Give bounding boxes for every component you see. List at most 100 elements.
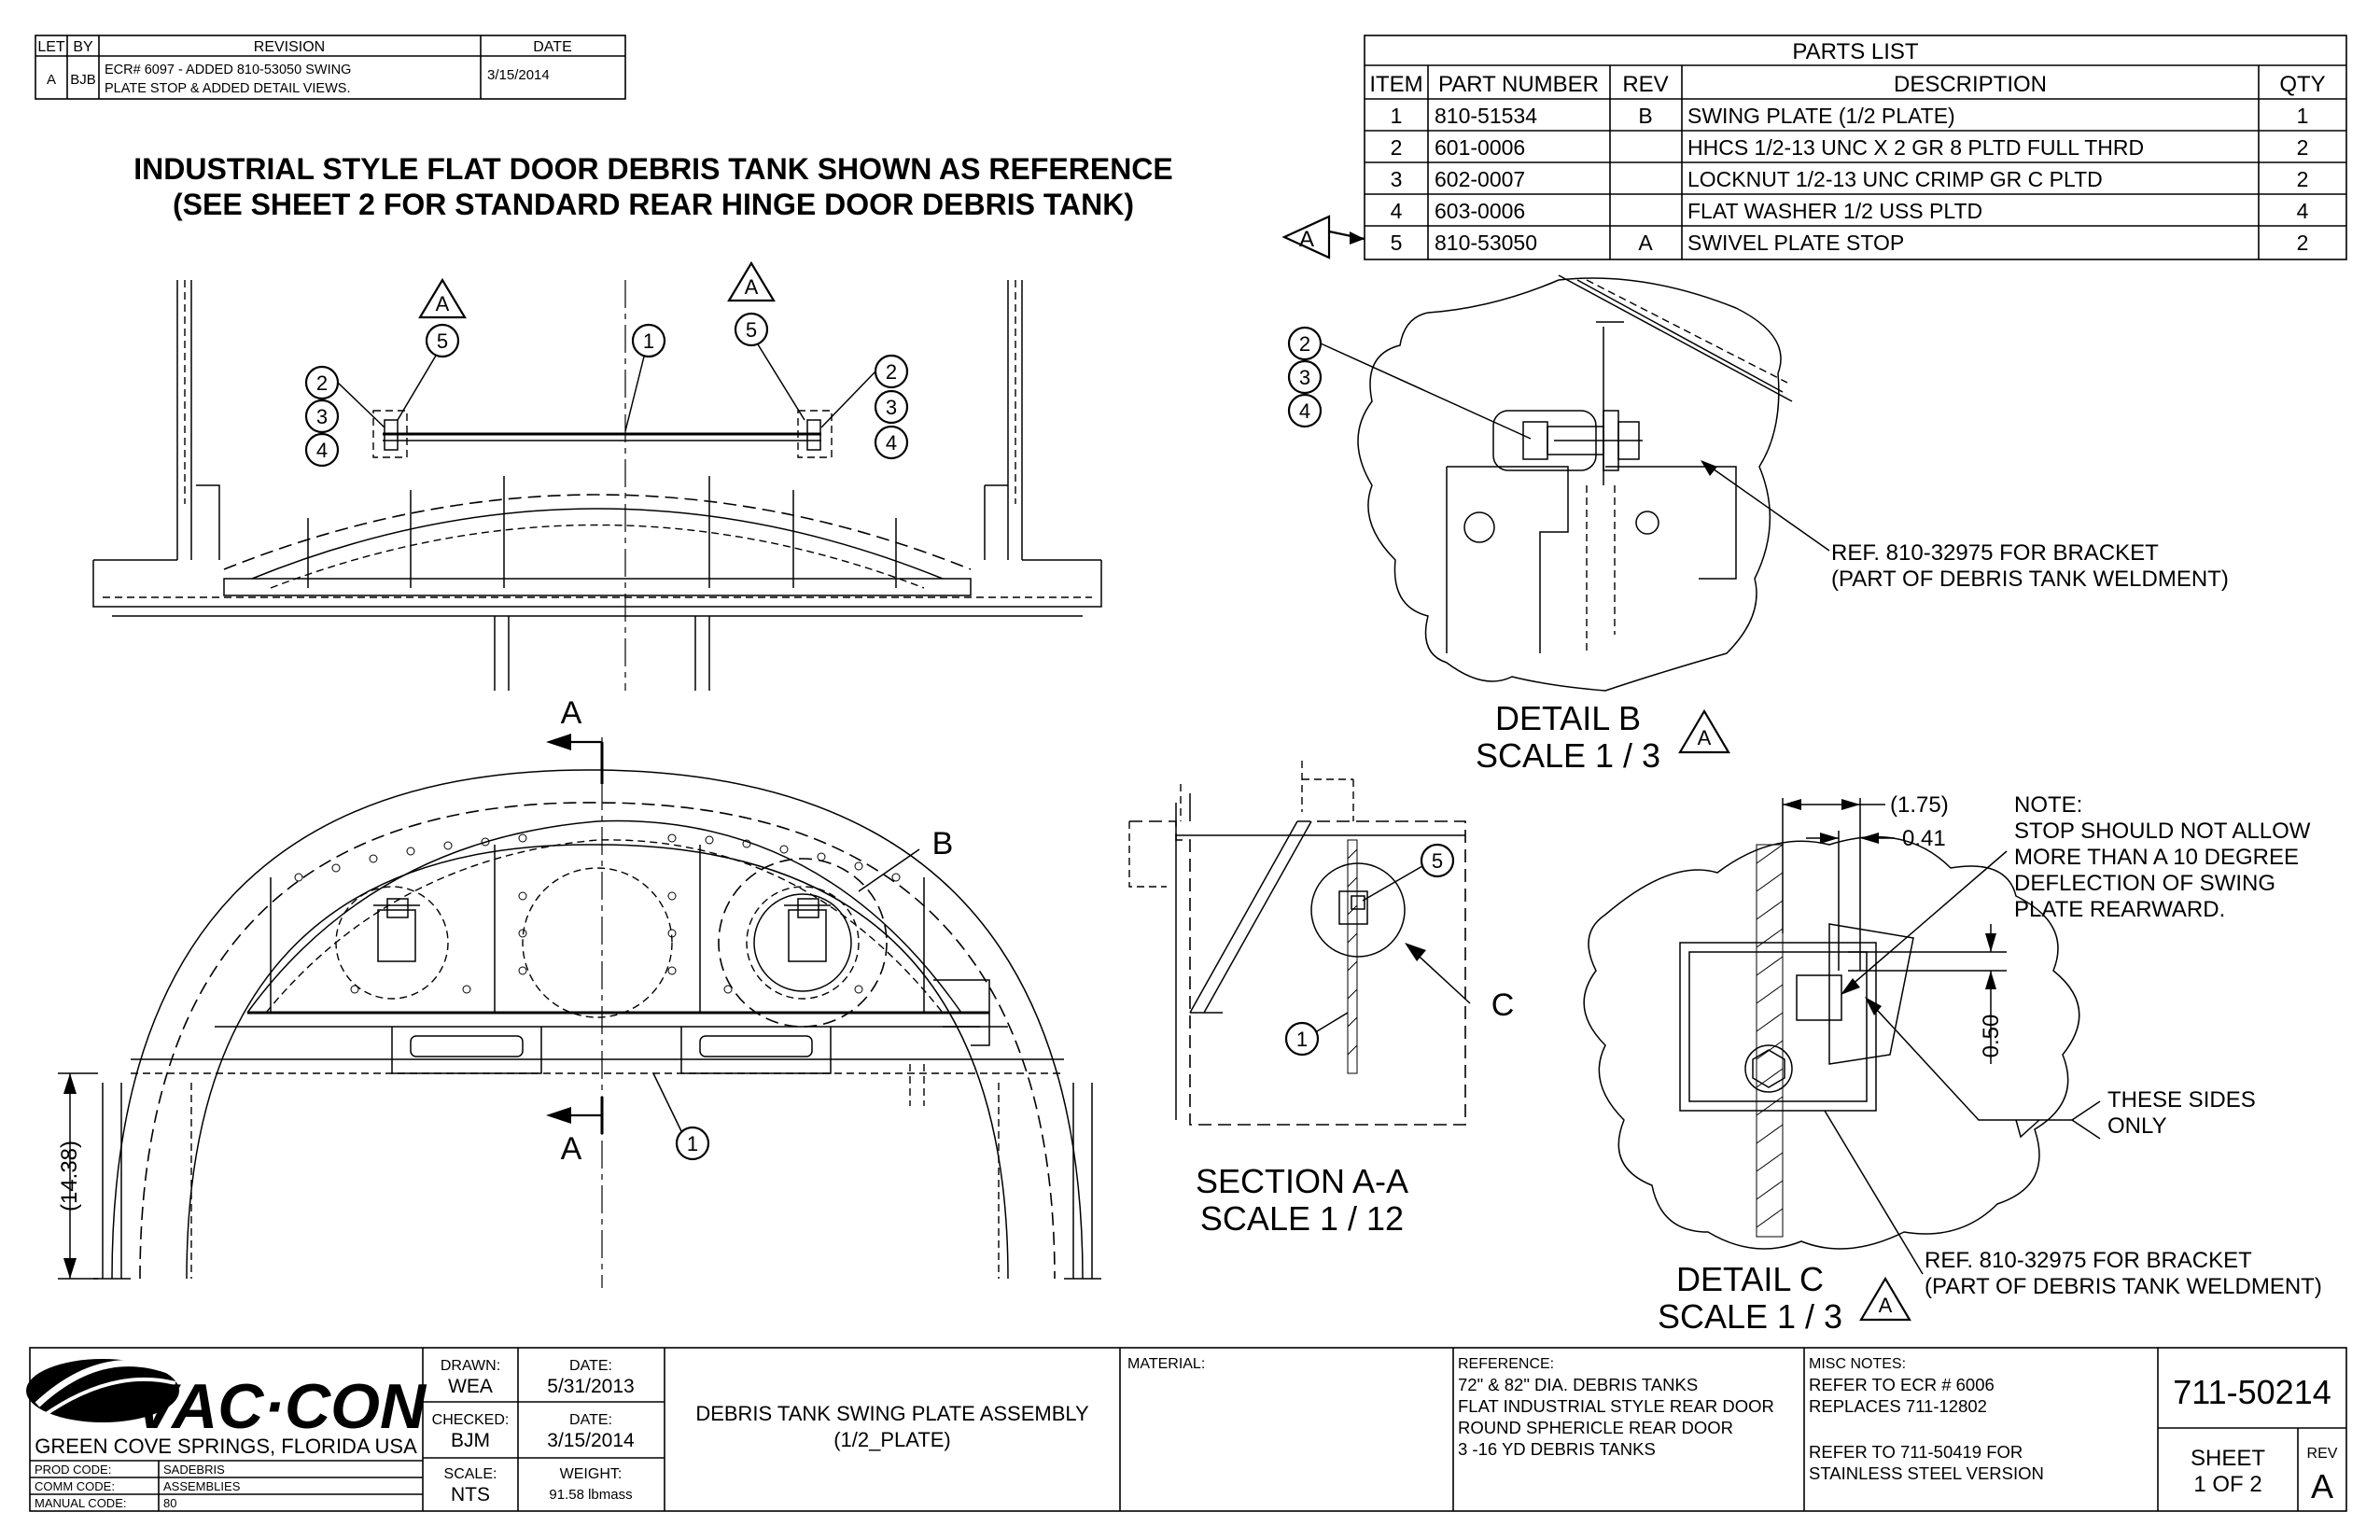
parts-header-qty: QTY <box>2279 72 2325 97</box>
drawing-number: 711-50214 <box>2173 1373 2331 1411</box>
rev-label: REV <box>2307 1446 2338 1462</box>
part-item: 1 <box>1391 104 1403 128</box>
rev-value: A <box>2311 1467 2333 1505</box>
detail-c-ref-line-1: REF. 810-32975 FOR BRACKET <box>1925 1248 2252 1273</box>
table-row: 1 810-51534 B SWING PLATE (1/2 PLATE) 1 <box>1391 104 2309 128</box>
parts-header-desc: DESCRIPTION <box>1894 72 2047 97</box>
drawn-date-label: DATE: <box>569 1358 612 1374</box>
table-row: 5 810-53050 A SWIVEL PLATE STOP 2 <box>1391 231 2309 255</box>
part-rev: A <box>1638 231 1653 255</box>
balloon-item-3-right: 3 <box>886 396 897 419</box>
scale-label: SCALE: <box>444 1466 497 1482</box>
note-line-5: PLATE REARWARD. <box>2014 897 2225 922</box>
parts-header-part: PART NUMBER <box>1438 72 1599 97</box>
reference-label: REFERENCE: <box>1458 1356 1554 1372</box>
rev-row-let: A <box>47 72 56 88</box>
prod-code-value: SADEBRIS <box>163 1463 225 1477</box>
manual-code-label: MANUAL CODE: <box>35 1496 126 1510</box>
detail-c-callout-label: C <box>1491 987 1515 1023</box>
table-row: 4 603-0006 FLAT WASHER 1/2 USS PLTD 4 <box>1391 199 2309 223</box>
sheet-value: 1 OF 2 <box>2193 1472 2261 1497</box>
rev-row-date: 3/15/2014 <box>487 67 550 83</box>
part-qty: 2 <box>2297 167 2309 191</box>
height-dimension: (14.38) <box>57 1141 82 1211</box>
part-desc: SWIVEL PLATE STOP <box>1687 231 1904 255</box>
section-scale: SCALE 1 / 12 <box>1200 1199 1404 1238</box>
part-desc: FLAT WASHER 1/2 USS PLTD <box>1687 199 1982 223</box>
detail-b-callout-label: B <box>932 826 954 861</box>
top-view-callouts: A A 5 1 5 2 3 4 2 3 4 <box>304 260 909 468</box>
dimension-0-50: 0.50 <box>1979 1015 2004 1058</box>
title-block: VAC·CON GREEN COVE SPRINGS, FLORIDA USA … <box>26 1347 2347 1512</box>
manual-code-value: 80 <box>163 1496 176 1510</box>
section-arrow-top-label: A <box>561 695 582 731</box>
title-note: INDUSTRIAL STYLE FLAT DOOR DEBRIS TANK S… <box>133 152 1173 221</box>
detail-b-balloon-4: 4 <box>1299 399 1310 423</box>
rev-row-desc-2: PLATE STOP & ADDED DETAIL VIEWS. <box>105 81 351 96</box>
reference-line-1: 72" & 82" DIA. DEBRIS TANKS <box>1458 1375 1698 1394</box>
part-item: 2 <box>1391 135 1403 160</box>
part-number: 810-53050 <box>1435 231 1537 255</box>
parts-list: PARTS LIST ITEM PART NUMBER REV DESCRIPT… <box>1281 35 2347 260</box>
material-label: MATERIAL: <box>1127 1356 1205 1372</box>
rev-header-date: DATE <box>533 39 571 55</box>
balloon-item-2-left: 2 <box>316 371 328 395</box>
revision-flag-icon: A <box>418 277 467 319</box>
table-row: 2 601-0006 HHCS 1/2-13 UNC X 2 GR 8 PLTD… <box>1391 135 2309 160</box>
section-balloon-5: 5 <box>1432 849 1443 873</box>
detail-b-scale: SCALE 1 / 3 <box>1476 736 1660 775</box>
top-view <box>92 280 1102 691</box>
revision-flag-icon: A <box>1859 1276 1911 1322</box>
misc-note-2: REPLACES 711-12802 <box>1809 1396 1987 1416</box>
revision-flag-icon: A <box>1281 215 1365 259</box>
drawn-date-value: 5/31/2013 <box>547 1376 634 1397</box>
checked-date-label: DATE: <box>569 1412 612 1428</box>
rev-header-revision: REVISION <box>254 39 325 55</box>
prod-code-label: PROD CODE: <box>35 1463 111 1477</box>
misc-note-1: REFER TO ECR # 6006 <box>1809 1375 1995 1394</box>
drawing-title-line-1: DEBRIS TANK SWING PLATE ASSEMBLY <box>695 1402 1089 1425</box>
detail-c-ref-line-2: (PART OF DEBRIS TANK WELDMENT) <box>1925 1274 2322 1299</box>
part-rev: B <box>1638 104 1652 128</box>
reference-line-3: ROUND SPHERICLE REAR DOOR <box>1458 1418 1733 1437</box>
title-note-line-1: INDUSTRIAL STYLE FLAT DOOR DEBRIS TANK S… <box>133 152 1173 186</box>
dimension-0-41: 0.41 <box>1902 826 1946 851</box>
reference-line-4: 3 -16 YD DEBRIS TANKS <box>1458 1439 1656 1459</box>
section-title: SECTION A-A <box>1196 1162 1408 1200</box>
note-line-2: STOP SHOULD NOT ALLOW <box>2014 819 2311 844</box>
section-arrow-bottom-label: A <box>561 1131 582 1167</box>
balloon-item-5-left: 5 <box>437 329 448 353</box>
misc-note-4: REFER TO 711-50419 FOR <box>1809 1442 2023 1462</box>
parts-list-title: PARTS LIST <box>1792 39 1918 64</box>
part-number: 810-51534 <box>1435 104 1537 128</box>
title-note-line-2: (SEE SHEET 2 FOR STANDARD REAR HINGE DOO… <box>173 188 1134 221</box>
balloon-item-5-right: 5 <box>746 318 757 342</box>
part-desc: SWING PLATE (1/2 PLATE) <box>1687 104 1955 128</box>
reference-line-2: FLAT INDUSTRIAL STYLE REAR DOOR <box>1458 1396 1774 1416</box>
revision-block: LET BY REVISION DATE A BJB ECR# 6097 - A… <box>35 35 626 100</box>
balloon-item-4-left: 4 <box>316 439 328 462</box>
revision-flag-letter: A <box>745 275 759 299</box>
detail-c-title: DETAIL C <box>1676 1260 1824 1298</box>
note-line-4: DEFLECTION OF SWING <box>2014 871 2275 896</box>
balloon-item-4-right: 4 <box>886 431 897 455</box>
detail-b-title: DETAIL B <box>1495 699 1641 737</box>
detail-b: 2 3 4 REF. 810-32975 FOR BRACKET (PART O… <box>1287 274 2229 775</box>
revision-flag-icon: A <box>1678 708 1730 754</box>
part-number: 602-0007 <box>1435 167 1525 191</box>
part-qty: 4 <box>2297 199 2309 223</box>
parts-header-rev: REV <box>1622 72 1668 97</box>
drawing-title-line-2: (1/2_PLATE) <box>833 1428 951 1451</box>
detail-b-ref-line-1: REF. 810-32975 FOR BRACKET <box>1831 540 2159 566</box>
rev-header-let: LET <box>37 39 65 55</box>
detail-c: (1.75) 0.41 0.50 NOTE: STOP SHOULD NOT A… <box>1583 792 2322 1336</box>
revision-flag-letter: A <box>1299 227 1314 252</box>
dimension-1-75: (1.75) <box>1890 792 1949 818</box>
detail-c-scale: SCALE 1 / 3 <box>1658 1297 1842 1336</box>
rev-header-by: BY <box>73 39 93 55</box>
weight-label: WEIGHT: <box>560 1466 623 1482</box>
balloon-item-3-left: 3 <box>316 405 328 428</box>
rev-row-by: BJB <box>70 72 96 88</box>
scale-value: NTS <box>451 1484 490 1505</box>
misc-note-5: STAINLESS STEEL VERSION <box>1809 1463 2044 1483</box>
